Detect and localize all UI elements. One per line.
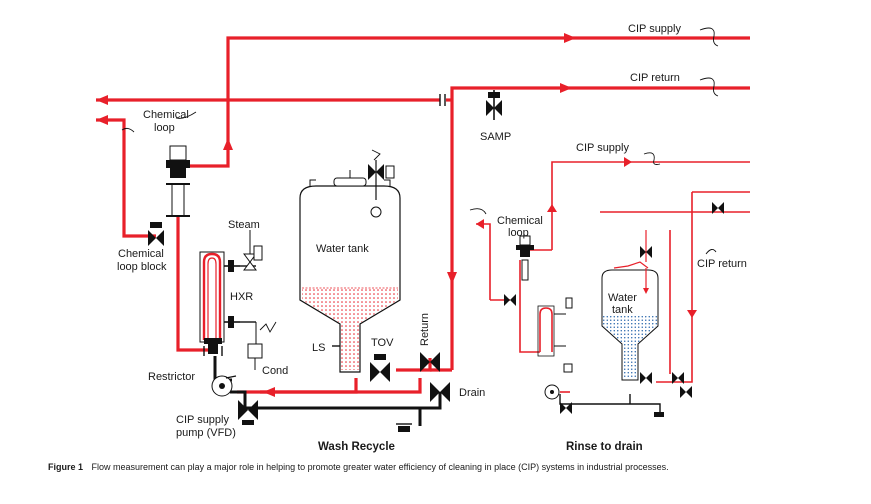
label-chemical-loop-block-1: Chemical: [118, 248, 164, 260]
label-chemical-loop-right-1: Chemical: [497, 215, 543, 227]
label-samp: SAMP: [480, 131, 511, 143]
condensate-trap: [240, 321, 277, 370]
chemical-loop-valve-left: [166, 145, 190, 217]
label-cip-supply-top: CIP supply: [628, 23, 681, 35]
right-black-piping: [559, 394, 661, 414]
figure-caption-text: Flow measurement can play a major role i…: [92, 462, 669, 472]
figure-number: Figure 1: [48, 462, 83, 472]
label-water-tank-right-1: Water: [608, 292, 637, 304]
label-rinse-to-drain: Rinse to drain: [566, 441, 643, 453]
tov-valve: [370, 354, 390, 382]
label-ls: LS: [312, 342, 325, 354]
label-restrictor: Restrictor: [148, 371, 195, 383]
pipe-break-symbols: [439, 94, 446, 106]
label-chemical-loop-right-2: loop: [508, 227, 529, 239]
label-wash-recycle: Wash Recycle: [318, 441, 395, 453]
drain-valve: [430, 382, 450, 402]
return-valve: [420, 352, 440, 372]
restrictor: [203, 338, 223, 356]
label-pointers-right: [469, 152, 717, 255]
right-flow-arrows: [476, 157, 697, 318]
right-drain-outlet: [654, 412, 664, 417]
label-tov: TOV: [371, 337, 394, 349]
right-side-valves: [504, 202, 724, 414]
right-red-piping: [476, 161, 750, 393]
label-cip-supply-pump-1: CIP supply: [176, 414, 229, 426]
label-chemical-loop-left-2: loop: [154, 122, 175, 134]
label-cip-supply-right: CIP supply: [576, 142, 629, 154]
label-pointers-left: [121, 27, 719, 133]
label-water-tank-left: Water tank: [316, 243, 369, 255]
label-return: Return: [419, 313, 431, 346]
chemical-loop-valve-right: [516, 235, 534, 281]
pump-outlet-valve: [238, 400, 258, 425]
tank-spray-valve: [368, 149, 395, 218]
water-tank-right: [601, 230, 659, 381]
label-chemical-loop-left-1: Chemical: [143, 109, 189, 121]
label-drain: Drain: [459, 387, 485, 399]
cip-supply-pump: [211, 375, 237, 397]
cip-supply-pump-right: [544, 384, 560, 400]
chemical-loop-block-valve: [148, 222, 164, 246]
samp-valve: [486, 90, 502, 120]
label-water-tank-right-2: tank: [612, 304, 633, 316]
figure-caption: Figure 1 Flow measurement can play a maj…: [48, 462, 669, 472]
label-steam: Steam: [228, 219, 260, 231]
water-tank-left: [299, 170, 401, 373]
label-hxr: HXR: [230, 291, 253, 303]
heat-exchanger-right: [537, 297, 573, 373]
label-cip-return-top: CIP return: [630, 72, 680, 84]
label-cip-return-right: CIP return: [697, 258, 747, 270]
wash-recycle-outlet: [396, 423, 412, 432]
label-cip-supply-pump-2: pump (VFD): [176, 427, 236, 439]
steam-valve: [240, 230, 263, 271]
left-flow-arrows: [96, 33, 576, 397]
heat-exchanger: [199, 251, 240, 343]
label-chemical-loop-block-2: loop block: [117, 261, 167, 273]
label-cond: Cond: [262, 365, 288, 377]
